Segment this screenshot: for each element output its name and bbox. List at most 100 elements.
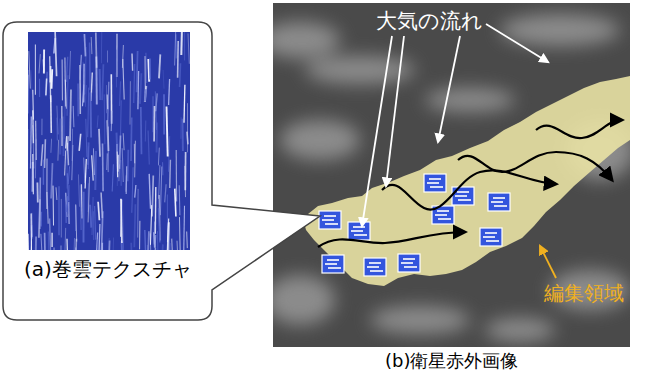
texture-streak [60,245,61,250]
texture-streak [46,159,47,209]
texture-streak [41,119,42,135]
texture-streak [68,166,69,184]
texture-streak [41,144,43,166]
texture-streak [158,148,160,166]
texture-streak [58,186,59,235]
texture-streak [182,119,184,151]
texture-streak [179,217,181,250]
texture-streak [184,166,186,197]
texture-streak [148,231,149,250]
texture-streak [122,45,123,68]
texture-streak [180,117,181,139]
texture-streak [169,160,171,188]
texture-streak [154,222,156,245]
texture-streak [170,243,171,250]
texture-streak [156,93,158,111]
texture-streak [75,248,77,250]
texture-streak [70,90,71,141]
texture-streak [149,59,151,80]
texture-streak [30,117,32,169]
texture-streak [167,107,168,157]
texture-streak [43,160,44,185]
texture-streak [134,141,136,178]
texture-streak [145,86,146,102]
texture-streak [116,50,117,88]
texture-streak [59,118,61,154]
texture-streak [90,205,91,228]
texture-streak [149,174,150,209]
texture-streak [42,59,44,72]
texture-streak [69,185,70,213]
texture-streak [28,129,29,170]
texture-streak [43,49,45,73]
texture-streak [159,54,160,78]
texture-streak [187,103,188,152]
texture-streak [95,33,98,68]
texture-streak [99,224,100,250]
texture-streak [120,160,122,186]
texture-streak [53,186,55,226]
texture-streak [97,239,98,250]
edit-region [303,76,630,286]
texture-streak [188,33,189,63]
texture-streak [41,234,42,250]
texture-streak [177,241,179,250]
texture-streak [35,44,36,94]
texture-streak [165,184,166,202]
texture-streak [179,63,181,87]
caption-text: (b)衛星赤外画像 [385,349,518,373]
texture-streak [80,55,81,80]
texture-streak [160,167,161,216]
texture-streak [122,148,123,182]
texture-streak [31,214,32,250]
texture-streak [156,122,158,152]
texture-streak [163,70,165,89]
texture-streak [99,129,100,157]
texture-streak [102,64,103,100]
texture-streak [84,158,85,184]
texture-streak [126,166,128,194]
texture-streak [168,219,169,243]
texture-streak [79,134,81,151]
texture-streak [131,54,133,71]
texture-streak [73,238,75,250]
texture-streak [172,239,173,250]
texture-streak [95,206,96,240]
texture-streak [77,83,79,116]
texture-streak [108,82,109,121]
texture-streak [83,192,85,243]
texture-streak [45,79,47,96]
texture-streak [119,136,120,169]
texture-streak [140,107,142,154]
texture-streak [28,70,29,114]
texture-streak [72,129,74,161]
texture-streak [98,202,99,221]
texture-streak [80,185,82,230]
texture-streak [153,106,155,142]
texture-streak [147,59,150,82]
texture-streak [49,218,51,250]
texture-streak [90,93,92,138]
texture-streak [46,72,47,97]
texture-streak [137,51,138,92]
texture-streak [101,32,103,63]
texture-streak [39,79,40,97]
texture-streak [88,177,89,222]
texture-streak [93,148,94,175]
texture-streak [94,151,97,190]
texture-streak [134,204,135,247]
texture-streak [88,146,89,169]
texture-streak [175,32,176,66]
texture-streak [179,185,181,215]
texture-streak [83,64,85,103]
texture-streak [145,89,146,101]
texture-streak [64,58,66,107]
texture-streak [102,144,104,192]
callout-outline [3,22,320,320]
texture-streak [168,136,169,172]
texture-streak [139,221,140,250]
texture-streak [135,185,136,198]
texture-streak [85,85,86,107]
texture-streak [175,189,176,217]
texture-streak [49,66,51,83]
